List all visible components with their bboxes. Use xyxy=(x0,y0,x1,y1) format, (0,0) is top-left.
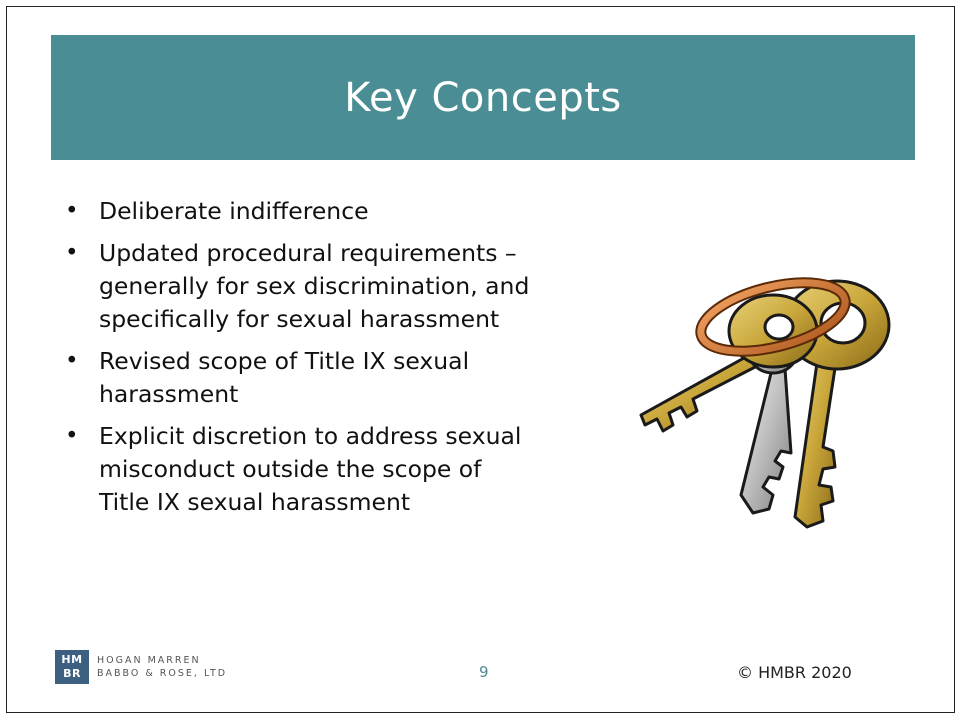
bullet-line: harassment xyxy=(99,380,239,408)
bullet-line: Title IX sexual harassment xyxy=(99,488,411,516)
logo-line1: HOGAN MARREN xyxy=(97,655,201,666)
bullet-item: • Deliberate indifference xyxy=(63,195,623,228)
logo-text: HOGAN MARREN BABBO & ROSE, LTD xyxy=(97,654,227,680)
bullet-marker: • xyxy=(65,198,79,224)
slide-frame: Key Concepts • Deliberate indifference •… xyxy=(6,6,955,713)
bullet-line: Updated procedural requirements – xyxy=(99,239,517,267)
slide-title: Key Concepts xyxy=(344,74,622,121)
bullet-marker: • xyxy=(65,348,79,374)
logo-mark-top: HM xyxy=(61,653,83,666)
logo-mark: HM BR xyxy=(55,650,89,684)
bullet-line: misconduct outside the scope of xyxy=(99,455,482,483)
bullet-item: • Explicit discretion to address sexual … xyxy=(63,420,623,519)
page-number: 9 xyxy=(479,663,489,681)
bullet-line: Revised scope of Title IX sexual xyxy=(99,347,470,375)
bullet-line: Explicit discretion to address sexual xyxy=(99,422,522,450)
bullet-marker: • xyxy=(65,240,79,266)
logo-line2: BABBO & ROSE, LTD xyxy=(97,668,228,679)
bullet-list: • Deliberate indifference • Updated proc… xyxy=(63,195,623,528)
logo-mark-bottom: BR xyxy=(63,667,81,680)
keys-icon xyxy=(639,277,891,529)
bullet-marker: • xyxy=(65,423,79,449)
copyright-text: © HMBR 2020 xyxy=(737,663,852,682)
left-key xyxy=(639,351,761,433)
title-banner: Key Concepts xyxy=(51,35,915,160)
bullet-item: • Updated procedural requirements – gene… xyxy=(63,237,623,336)
bullet-line: generally for sex discrimination, and xyxy=(99,272,530,300)
bullet-item: • Revised scope of Title IX sexual haras… xyxy=(63,345,623,411)
company-logo: HM BR HOGAN MARREN BABBO & ROSE, LTD xyxy=(55,650,227,684)
bullet-line: Deliberate indifference xyxy=(99,197,369,225)
bullet-line: specifically for sexual harassment xyxy=(99,305,500,333)
